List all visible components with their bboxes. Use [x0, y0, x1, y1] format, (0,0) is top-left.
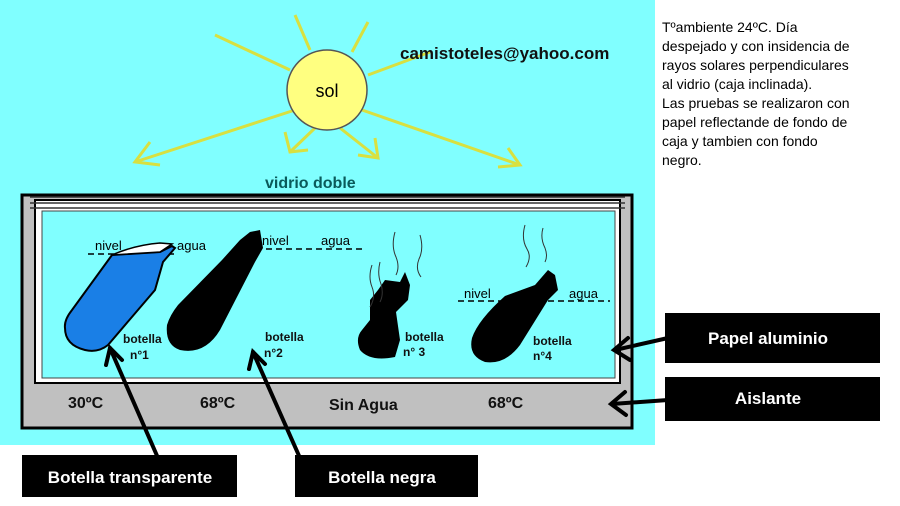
bottle-2-number: n°2 — [264, 346, 283, 360]
bottle-4-temp: 68ºC — [488, 395, 524, 412]
black-bottle-callout-label: Botella negra — [328, 468, 436, 487]
level-label: nivel — [464, 286, 491, 301]
bottle-1-label: botella — [123, 332, 162, 346]
bottle-1-number: n°1 — [130, 348, 149, 362]
insulation-callout-box — [665, 377, 880, 421]
black-bottle-callout-box — [295, 455, 478, 497]
double-glass — [30, 196, 625, 209]
bottle-3-number: n° 3 — [403, 345, 425, 359]
insulation-callout-label: Aislante — [735, 389, 801, 408]
bottle-2-temp: 68ºC — [200, 395, 236, 412]
bottle-3-label: botella — [405, 330, 444, 344]
water-label: agua — [177, 238, 207, 253]
heat-wisps — [369, 224, 547, 308]
clear-bottle-callout-box — [22, 455, 237, 497]
aluminum-callout-label: Papel aluminio — [708, 329, 828, 348]
note-line: al vidrio (caja inclinada). — [662, 76, 813, 92]
glass-label: vidrio doble — [265, 175, 356, 192]
sun-label: sol — [315, 81, 338, 101]
bottle-3-black-empty — [357, 272, 410, 359]
bottle-3-temp: Sin Agua — [329, 397, 398, 414]
note-line: papel reflectande de fondo de — [662, 114, 848, 130]
sun — [286, 49, 368, 131]
bottle-4-label: botella — [533, 334, 572, 348]
bottle-1-clear — [63, 244, 177, 352]
bottle-2-label: botella — [265, 330, 304, 344]
experiment-notes: Tºambiente 24ºC. Día despejado y con ins… — [662, 18, 898, 170]
water-label: agua — [569, 286, 599, 301]
bottle-4-number: n°4 — [533, 349, 552, 363]
note-line: caja y tambien con fondo — [662, 133, 818, 149]
note-line: rayos solares perpendiculares — [662, 57, 849, 73]
bottle-2-black — [166, 230, 263, 351]
clear-bottle-callout-label: Botella transparente — [48, 468, 212, 487]
note-line: Las pruebas se realizaron con — [662, 95, 850, 111]
callout-arrows — [104, 336, 670, 460]
level-label: nivel — [262, 233, 289, 248]
level-label: nivel — [95, 238, 122, 253]
email-text: camistoteles@yahoo.com — [400, 44, 609, 63]
bottle-1-air-gap — [111, 242, 175, 256]
bottle-1-temp: 30ºC — [68, 395, 104, 412]
note-line: Tºambiente 24ºC. Día — [662, 19, 798, 35]
bottle-4-black — [471, 270, 558, 363]
note-line: despejado y con insidencia de — [662, 38, 850, 54]
note-line: negro. — [662, 152, 702, 168]
sun-rays — [132, 14, 523, 169]
aluminum-callout-box — [665, 313, 880, 363]
water-label: agua — [321, 233, 351, 248]
